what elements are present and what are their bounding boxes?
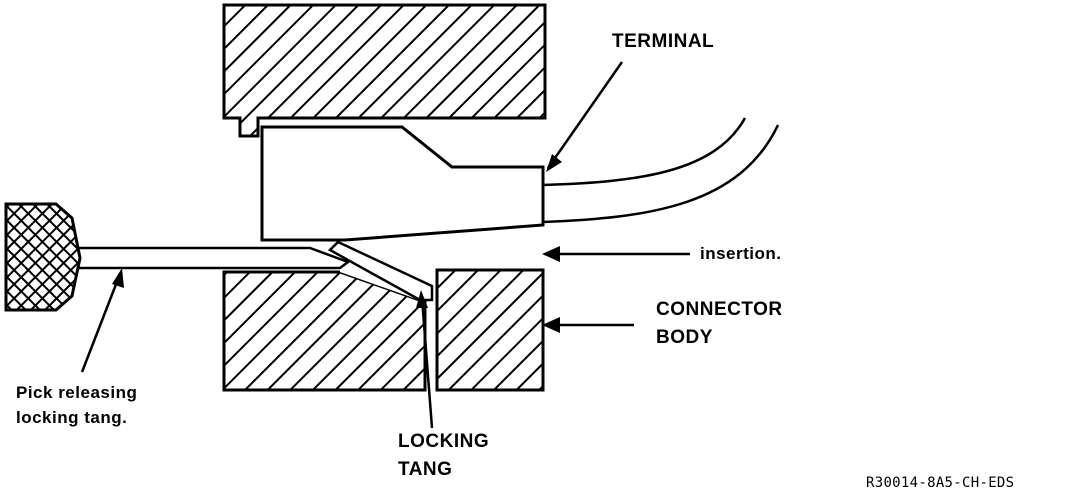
connector-body-lower-right [435, 268, 545, 392]
label-terminal: TERMINAL [612, 31, 715, 52]
connector-body-upper [222, 3, 547, 138]
terminal [260, 125, 545, 242]
reference-code: R30014-8A5-CH-EDS [866, 475, 1015, 491]
label-connector-body: CONNECTOR BODY [656, 299, 783, 348]
pick-handle [4, 202, 82, 312]
label-insertion: insertion. [700, 244, 782, 263]
arrow-connector-body [542, 317, 634, 333]
wire-upper [542, 117, 747, 187]
label-pick-releasing: Pick releasing locking tang. [16, 383, 138, 427]
pick-shaft [70, 246, 351, 270]
arrow-insertion [542, 246, 690, 262]
locking-tang [327, 240, 434, 302]
arrow-locking-tang [416, 290, 434, 429]
wire-lower [542, 124, 780, 224]
arrow-terminal [546, 61, 624, 172]
label-locking-tang: LOCKING TANG [398, 431, 490, 480]
arrow-pick [80, 268, 124, 373]
